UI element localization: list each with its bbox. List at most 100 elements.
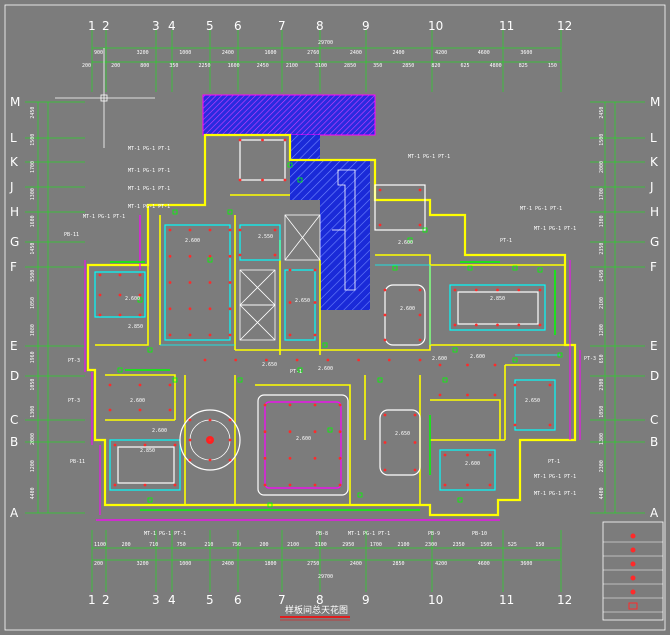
material-tag: MT-1 PG-1 PT-1 bbox=[128, 204, 170, 210]
light-point bbox=[466, 453, 469, 457]
dimension-value: 2400 bbox=[222, 561, 234, 567]
room-elevation-label: 2.600 bbox=[125, 296, 140, 302]
dimension-value: 1600 bbox=[265, 50, 277, 56]
light-point bbox=[413, 413, 417, 417]
grid-row-label: L bbox=[10, 131, 17, 145]
grid-column-label: 1 bbox=[88, 19, 96, 33]
material-tag: PT-1 bbox=[500, 238, 512, 244]
material-tag: MT-1 PG-1 PT-1 bbox=[534, 474, 576, 480]
sprinkler-point bbox=[322, 342, 328, 348]
light-point bbox=[208, 307, 212, 311]
dimension-value: 150 bbox=[535, 542, 544, 548]
material-tag: MT-1 PG-1 PT-1 bbox=[408, 154, 450, 160]
dimension-value: 2400 bbox=[350, 561, 362, 567]
light-point bbox=[238, 178, 242, 182]
grid-column-label: 8 bbox=[316, 19, 324, 33]
grid-row-label: M bbox=[650, 95, 660, 109]
grid-column-label: 2 bbox=[102, 593, 110, 607]
dimension-value: 200 bbox=[94, 561, 103, 567]
material-tag: PB-11 bbox=[64, 232, 79, 238]
dimension-value: 1300 bbox=[30, 188, 36, 200]
grid-column-label: 12 bbox=[557, 593, 572, 607]
light-point bbox=[387, 358, 391, 362]
grid-column-label: 3 bbox=[152, 19, 160, 33]
light-point bbox=[168, 408, 172, 412]
light-point bbox=[263, 403, 267, 407]
light-point bbox=[203, 358, 207, 362]
light-point bbox=[548, 423, 552, 427]
room-elevation-label: 2.600 bbox=[296, 436, 311, 442]
dimension-value: 2100 bbox=[599, 297, 605, 309]
light-point bbox=[263, 483, 267, 487]
grid-row-label: D bbox=[10, 369, 19, 383]
material-tag: MT-1 PG-1 PT-1 bbox=[534, 226, 576, 232]
dimension-value: 2850 bbox=[344, 63, 356, 69]
light-point bbox=[453, 323, 457, 327]
light-point bbox=[383, 468, 387, 472]
material-tag: PT-3 bbox=[68, 398, 80, 404]
light-point bbox=[313, 483, 317, 487]
sprinkler-point bbox=[267, 502, 273, 508]
light-point bbox=[108, 383, 112, 387]
total-dimension-top: 29700 bbox=[318, 40, 333, 46]
light-point bbox=[493, 363, 497, 367]
grid-row-label: J bbox=[649, 180, 654, 194]
light-point bbox=[168, 307, 172, 311]
sprinkler-point bbox=[457, 497, 463, 503]
light-point bbox=[466, 363, 469, 367]
light-point bbox=[466, 483, 469, 487]
dimension-value: 2400 bbox=[350, 50, 362, 56]
grid-row-label: D bbox=[650, 369, 659, 383]
dimension-value: 2000 bbox=[599, 161, 605, 173]
dimension-value: 800 bbox=[140, 63, 149, 69]
dimension-value: 4600 bbox=[478, 561, 490, 567]
light-point bbox=[443, 453, 447, 457]
light-point bbox=[208, 333, 212, 337]
light-point bbox=[228, 281, 232, 284]
light-point bbox=[488, 483, 492, 487]
room-elevation-label: 2.600 bbox=[470, 354, 485, 360]
grid-row-label: K bbox=[10, 155, 19, 169]
light-point bbox=[378, 223, 382, 227]
grid-column-label: 12 bbox=[557, 19, 572, 33]
dimension-value: 2250 bbox=[198, 63, 210, 69]
dimension-value: 200 bbox=[111, 63, 120, 69]
dimension-value: 2450 bbox=[30, 107, 36, 119]
plan-body bbox=[84, 94, 581, 521]
dimension-value: 200 bbox=[122, 542, 131, 548]
light-point bbox=[208, 438, 212, 442]
light-point bbox=[98, 273, 102, 277]
grid-column-label: 2 bbox=[102, 19, 110, 33]
sprinkler-point bbox=[452, 347, 458, 353]
light-point bbox=[313, 403, 317, 407]
light-point bbox=[357, 358, 360, 362]
grid-column-label: 4 bbox=[168, 593, 176, 607]
material-tag: PT-3 bbox=[584, 356, 596, 362]
light-point bbox=[168, 228, 172, 232]
room-elevation-label: 2.850 bbox=[128, 324, 143, 330]
light-point bbox=[113, 483, 117, 487]
light-point bbox=[418, 288, 422, 292]
light-point bbox=[313, 268, 317, 272]
sprinkler-point bbox=[392, 265, 398, 271]
light-point bbox=[188, 254, 192, 258]
material-tag: MT-1 PG-1 PT-1 bbox=[128, 146, 170, 152]
material-tag: MT-1 PG-1 PT-1 bbox=[128, 168, 170, 174]
light-point bbox=[98, 293, 102, 297]
dimension-value: 2300 bbox=[425, 542, 437, 548]
grid-row-label: G bbox=[10, 235, 19, 249]
material-tag: PB-11 bbox=[70, 459, 85, 465]
grid-row-label: E bbox=[650, 339, 658, 353]
light-point bbox=[98, 313, 102, 317]
sprinkler-point bbox=[512, 357, 518, 363]
light-point bbox=[466, 393, 469, 397]
light-point bbox=[288, 333, 292, 337]
sprinkler-point bbox=[207, 257, 213, 263]
material-tag: PB-9 bbox=[428, 531, 440, 537]
outer-wall bbox=[86, 133, 577, 517]
light-point bbox=[517, 288, 521, 292]
light-point bbox=[288, 403, 292, 407]
dimension-value: 2300 bbox=[599, 379, 605, 391]
sprinkler-point bbox=[407, 237, 413, 243]
